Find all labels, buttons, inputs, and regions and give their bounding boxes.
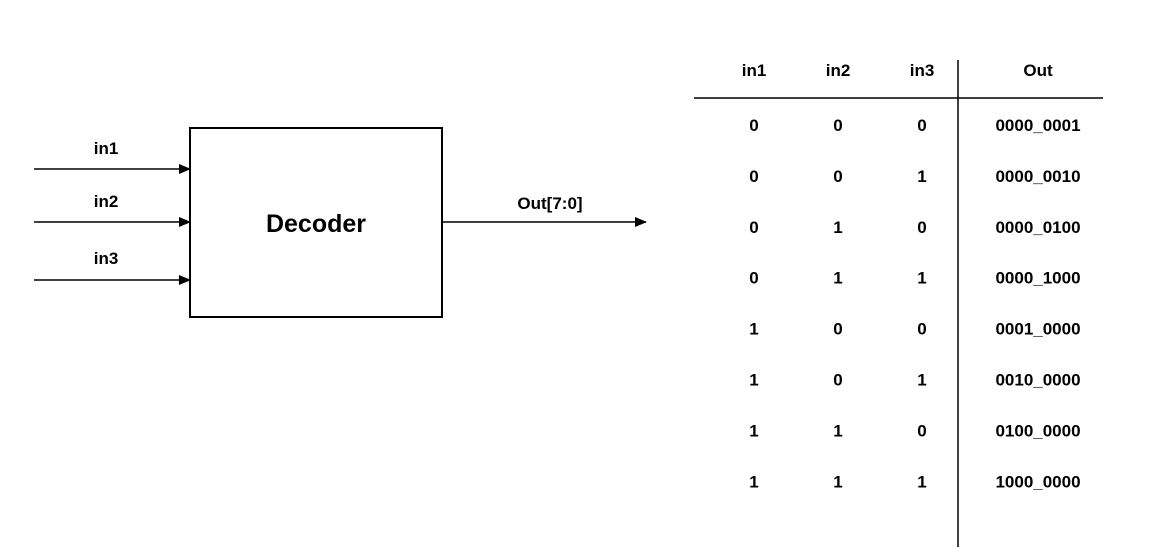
decoder-block: Decoder bbox=[189, 127, 443, 318]
table-header-out: Out bbox=[1023, 61, 1053, 80]
table-cell-in2: 1 bbox=[833, 472, 842, 491]
table-row: 0 0 0 0000_0001 bbox=[749, 116, 1080, 135]
table-cell-in3: 1 bbox=[917, 472, 926, 491]
table-header: in1 in2 in3 Out bbox=[742, 61, 1053, 80]
table-row: 1 1 1 1000_0000 bbox=[749, 472, 1080, 491]
input-label-in2: in2 bbox=[94, 192, 119, 211]
table-header-in2: in2 bbox=[826, 61, 851, 80]
table-row: 1 1 0 0100_0000 bbox=[749, 421, 1080, 440]
table-cell-out: 1000_0000 bbox=[995, 472, 1080, 491]
table-cell-in1: 1 bbox=[749, 472, 758, 491]
table-cell-in1: 1 bbox=[749, 320, 758, 339]
table-cell-out: 0001_0000 bbox=[995, 320, 1080, 339]
table-cell-out: 0100_0000 bbox=[995, 421, 1080, 440]
table-header-in3: in3 bbox=[910, 61, 935, 80]
table-cell-in3: 1 bbox=[917, 167, 926, 186]
table-cell-in2: 0 bbox=[833, 167, 842, 186]
table-cell-in2: 0 bbox=[833, 371, 842, 390]
table-cell-in1: 0 bbox=[749, 269, 758, 288]
table-cell-in3: 1 bbox=[917, 269, 926, 288]
table-cell-in3: 0 bbox=[917, 218, 926, 237]
table-cell-in3: 0 bbox=[917, 320, 926, 339]
table-cell-in1: 0 bbox=[749, 116, 758, 135]
output-out: Out[7:0] bbox=[442, 194, 647, 227]
input-label-in1: in1 bbox=[94, 139, 119, 158]
table-cell-out: 0010_0000 bbox=[995, 371, 1080, 390]
decoder-label: Decoder bbox=[266, 210, 366, 238]
table-cell-in1: 1 bbox=[749, 421, 758, 440]
table-cell-in2: 0 bbox=[833, 116, 842, 135]
table-cell-out: 0000_0001 bbox=[995, 116, 1080, 135]
input-in1: in1 bbox=[34, 139, 191, 174]
table-cell-in3: 1 bbox=[917, 371, 926, 390]
input-label-in3: in3 bbox=[94, 249, 119, 268]
table-cell-in3: 0 bbox=[917, 116, 926, 135]
table-row: 1 0 1 0010_0000 bbox=[749, 371, 1080, 390]
table-cell-in2: 1 bbox=[833, 218, 842, 237]
table-cell-in3: 0 bbox=[917, 421, 926, 440]
input-in2: in2 bbox=[34, 192, 191, 227]
table-cell-in2: 1 bbox=[833, 421, 842, 440]
table-cell-in2: 0 bbox=[833, 320, 842, 339]
input-in3: in3 bbox=[34, 249, 191, 285]
table-cell-out: 0000_0100 bbox=[995, 218, 1080, 237]
table-row: 0 1 0 0000_0100 bbox=[749, 218, 1080, 237]
table-cell-in1: 0 bbox=[749, 167, 758, 186]
table-cell-in1: 0 bbox=[749, 218, 758, 237]
table-cell-out: 0000_0010 bbox=[995, 167, 1080, 186]
table-cell-in2: 1 bbox=[833, 269, 842, 288]
table-cell-in1: 1 bbox=[749, 371, 758, 390]
table-row: 0 1 1 0000_1000 bbox=[749, 269, 1080, 288]
table-header-in1: in1 bbox=[742, 61, 767, 80]
table-row: 0 0 1 0000_0010 bbox=[749, 167, 1080, 186]
table-row: 1 0 0 0001_0000 bbox=[749, 320, 1080, 339]
table-cell-out: 0000_1000 bbox=[995, 269, 1080, 288]
output-label: Out[7:0] bbox=[517, 194, 582, 213]
